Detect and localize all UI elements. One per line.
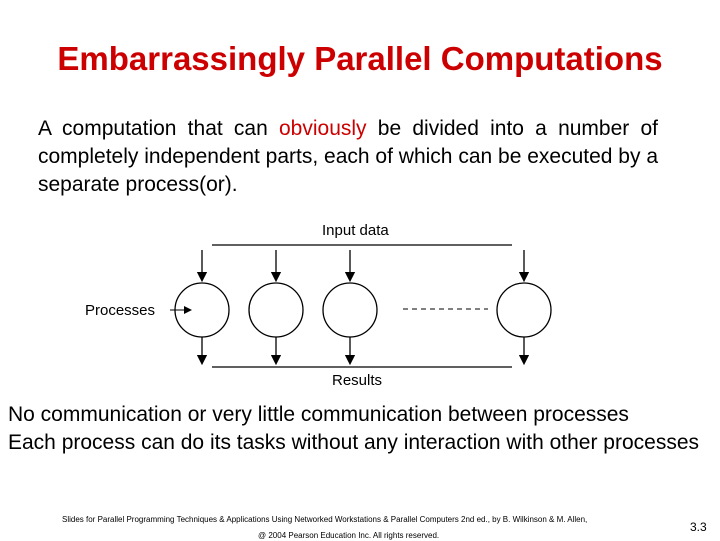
process-circle (322, 282, 378, 338)
intro-text-before: A computation that can (38, 117, 279, 140)
results-label: Results (332, 372, 382, 389)
processes-label: Processes (85, 302, 155, 319)
process-circle (248, 282, 304, 338)
page-number: 3.3 (690, 520, 707, 534)
process-circle (496, 282, 552, 338)
intro-text-after: be divided into a number of completely i… (38, 117, 658, 196)
parallel-diagram: Input data Processes Results (85, 222, 552, 389)
notes: No communication or very little communic… (8, 401, 706, 457)
input-data-label: Input data (322, 222, 389, 239)
footer-copyright: @ 2004 Pearson Education Inc. All rights… (258, 531, 440, 540)
intro-paragraph: A computation that can obviously be divi… (38, 115, 658, 199)
intro-highlight: obviously (279, 117, 367, 140)
slide-title: Embarrassingly Parallel Computations (57, 40, 663, 77)
note-line: Each process can do its tasks without an… (8, 431, 700, 454)
note-line: No communication or very little communic… (8, 403, 629, 426)
footer-credit: Slides for Parallel Programming Techniqu… (62, 515, 588, 524)
